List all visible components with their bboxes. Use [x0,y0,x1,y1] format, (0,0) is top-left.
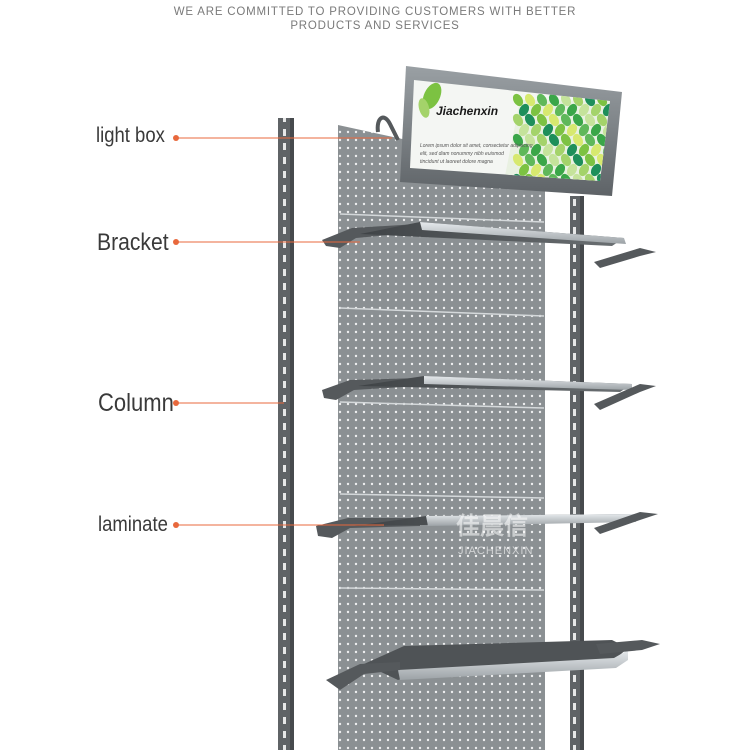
leaf-shape [560,153,572,167]
leaf-shape [566,143,578,157]
leaf-shape [548,113,560,127]
right-column [570,196,584,750]
callout-column: Column [98,389,174,417]
leaf-shape [578,143,590,157]
leaf-shape [590,163,602,177]
callout-laminate: laminate [98,513,168,536]
leaf-shape [542,163,554,177]
leaf-shape [572,113,584,127]
leaf-shape [524,133,536,147]
leaf-shape [542,143,554,157]
leaf-shape [590,123,602,137]
leaf-shape [548,153,560,167]
leaf-shape [560,113,572,127]
leaf-shape [536,113,548,127]
leaf-shape [518,123,530,137]
leaf-shape [584,173,596,181]
leaf-shape [596,113,608,127]
watermark: 佳晨信 JIACHENXIN [456,512,533,557]
leaf-shape [554,143,566,157]
leaf-shape [578,163,590,177]
leaf-shape [578,123,590,137]
leaf-shape [530,103,542,117]
leaf-shape [554,163,566,177]
leaf-shape [536,93,548,107]
leaf-shape [602,103,610,117]
leaf-shape [512,93,524,107]
leaf-shape [554,103,566,117]
leaf-shape [572,133,584,147]
leaf-shape [524,153,536,167]
leaf-shape [554,123,566,137]
leaf-shape [560,133,572,147]
leaf-shape [512,133,524,147]
leaf-shape [518,163,530,177]
watermark-latin: JIACHENXIN [458,545,533,557]
leaf-shape [512,113,524,127]
leaf-shape [512,153,524,167]
leaf-shape [578,103,590,117]
leaf-shape [548,133,560,147]
leaf-shape [584,113,596,127]
callout-lines [173,135,392,528]
light-box: Jiachenxin Lorem ipsum dolor sit amet, c… [375,66,622,196]
shelf-3 [316,512,658,538]
leaf-shape [530,123,542,137]
tagline-line-1: WE ARE COMMITTED TO PROVIDING CUSTOMERS … [173,6,577,18]
lightbox-brand: Jiachenxin [436,104,498,118]
leaf-shape [584,153,596,167]
callout-bracket: Bracket [97,229,169,256]
leaf-shape [566,163,578,177]
leaf-shape [518,143,530,157]
leaf-shape [566,103,578,117]
leaf-shape [596,133,608,147]
leaf-shape [536,133,548,147]
leaf-shape [518,103,530,117]
leaf-shape [590,143,602,157]
shelf-1 [322,222,656,268]
leaf-graphic [418,82,610,181]
leaf-shape [524,113,536,127]
leaf-shape [530,143,542,157]
callout-light-box: light box [96,124,165,147]
lightbox-text-3: tincidunt ut laoreet dolore magna [420,159,493,165]
leaf-shape [590,103,602,117]
watermark-chinese: 佳晨信 [456,512,528,540]
leaf-shape [524,93,536,107]
leaf-shape [548,93,560,107]
leaf-shape [530,163,542,177]
leaf-shape [584,133,596,147]
leaf-shape [542,103,554,117]
leaf-shape [542,123,554,137]
lightbox-text-2: elit, sed diam nonummy nibh euismod [420,151,504,157]
shelf-2 [322,376,656,410]
shelf-4 [326,640,660,690]
lightbox-text-1: Lorem ipsum dolor sit amet, consectetur … [420,143,533,149]
leaf-shape [536,153,548,167]
leaf-shape [560,93,572,107]
pegboard-panel [338,125,545,750]
leaf-shape [566,123,578,137]
left-column [278,118,294,750]
tagline-line-2: PRODUCTS AND SERVICES [290,20,460,32]
leaf-shape [572,153,584,167]
